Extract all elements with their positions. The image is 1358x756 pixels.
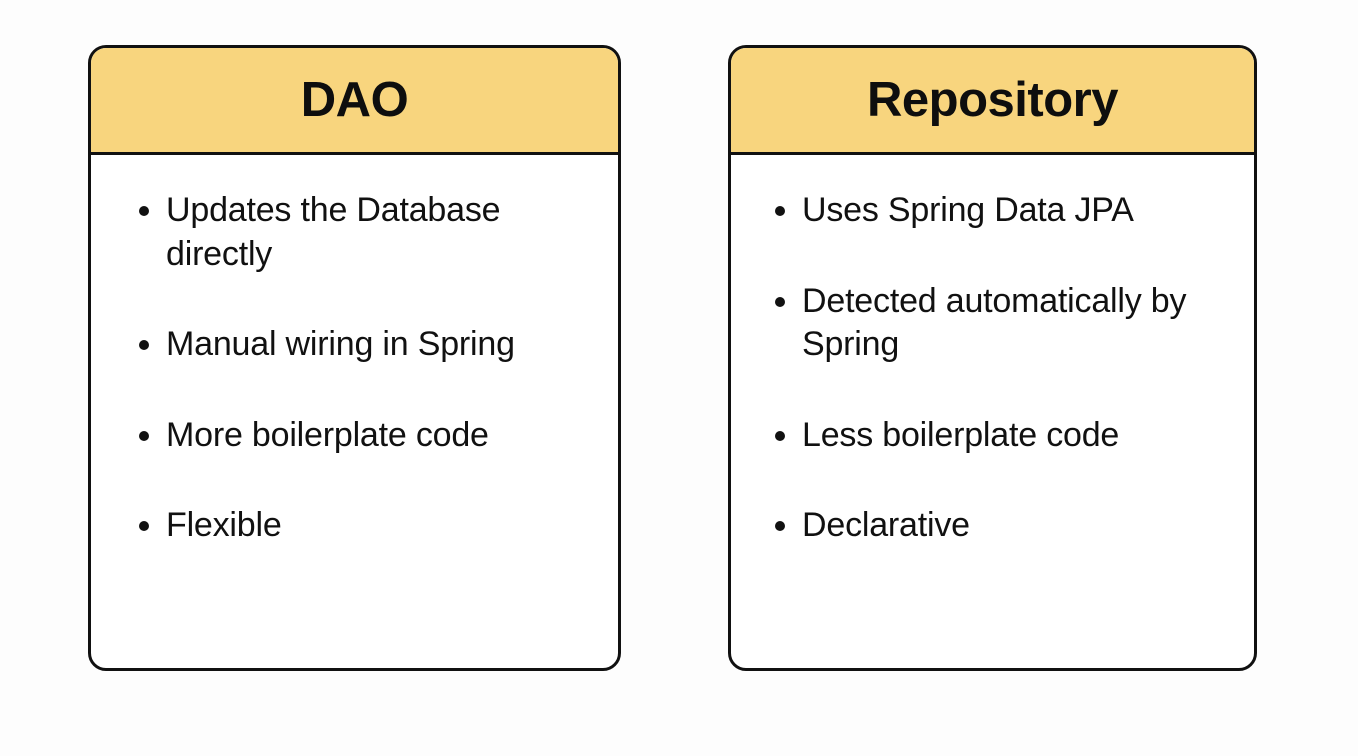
card-repository-body: Uses Spring Data JPA Detected automatica… (731, 155, 1254, 668)
list-item-label: Declarative (802, 506, 970, 545)
bullet-dot-icon (139, 521, 149, 532)
list-item: Updates the Database directly (139, 189, 592, 276)
list-item: More boilerplate code (139, 414, 592, 458)
card-repository-bullet-list: Uses Spring Data JPA Detected automatica… (775, 189, 1236, 548)
list-item-label: Manual wiring in Spring (166, 325, 515, 364)
list-item: Manual wiring in Spring (139, 323, 592, 367)
card-repository: Repository Uses Spring Data JPA Detected… (728, 45, 1257, 671)
list-item-label: Flexible (166, 506, 282, 545)
list-item-label: Less boilerplate code (802, 415, 1120, 454)
list-item-label: Updates the Database directly (166, 191, 501, 273)
bullet-dot-icon (775, 430, 785, 441)
card-repository-header: Repository (731, 48, 1254, 155)
bullet-dot-icon (775, 296, 785, 307)
list-item: Uses Spring Data JPA (775, 189, 1236, 233)
list-item-label: More boilerplate code (166, 415, 489, 454)
bullet-dot-icon (775, 521, 785, 532)
bullet-dot-icon (139, 430, 149, 441)
bullet-dot-icon (139, 206, 149, 216)
list-item: Less boilerplate code (775, 414, 1236, 458)
card-dao: DAO Updates the Database directly Manual… (88, 45, 621, 671)
list-item-label: Uses Spring Data JPA (802, 191, 1134, 229)
list-item: Flexible (139, 504, 592, 548)
card-dao-header: DAO (91, 48, 618, 155)
bullet-dot-icon (139, 340, 149, 351)
card-dao-body: Updates the Database directly Manual wir… (91, 155, 618, 668)
card-repository-title: Repository (867, 72, 1118, 127)
list-item-label: Detected automatically by Spring (802, 281, 1187, 364)
card-dao-title: DAO (300, 72, 409, 127)
card-dao-bullet-list: Updates the Database directly Manual wir… (139, 189, 592, 548)
list-item: Detected automatically by Spring (775, 280, 1236, 367)
list-item: Declarative (775, 504, 1236, 548)
bullet-dot-icon (775, 206, 785, 216)
